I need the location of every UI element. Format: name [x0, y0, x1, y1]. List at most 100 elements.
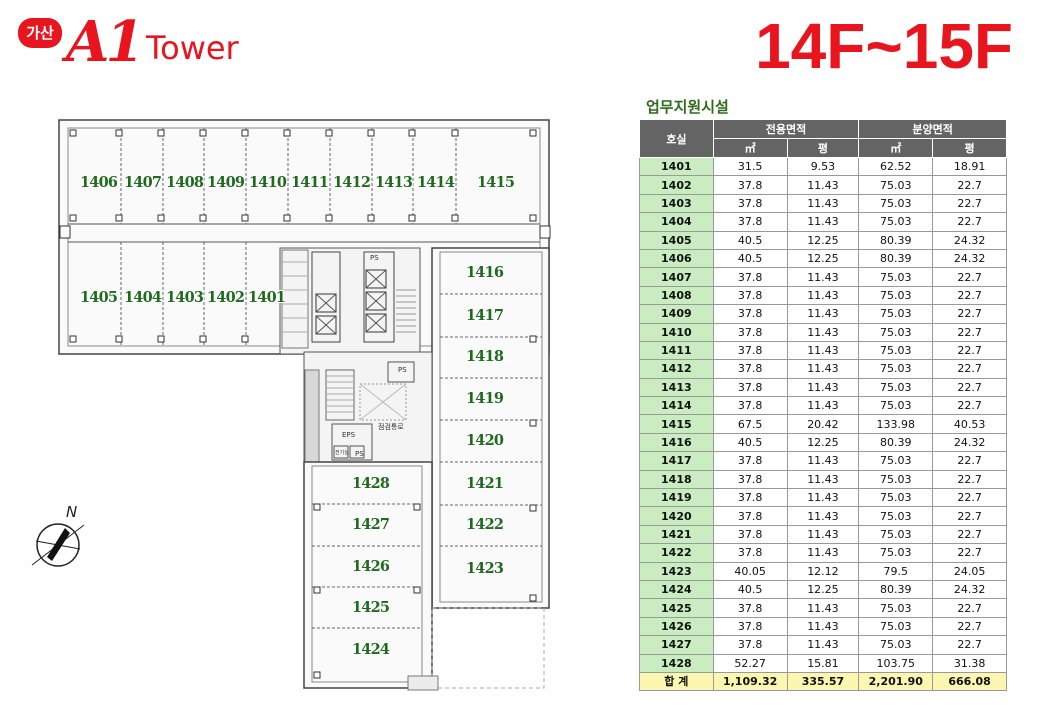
- exclusive-m2: 40.5: [712, 230, 788, 250]
- exclusive-m2: 67.5: [712, 414, 788, 434]
- ps-label: PS: [355, 450, 364, 458]
- sale-pyeong: 18.91: [932, 156, 1007, 177]
- header-m2: ㎡: [858, 138, 934, 158]
- sale-pyeong: 24.32: [932, 432, 1007, 453]
- unit-number: 1417: [639, 451, 714, 471]
- sale-pyeong: 22.7: [932, 377, 1007, 398]
- exclusive-pyeong: 11.43: [786, 616, 860, 637]
- ps-label: PS: [398, 366, 407, 374]
- sale-pyeong: 31.38: [932, 653, 1007, 673]
- small-room-label: 전기실: [335, 450, 349, 456]
- eps-label: EPS: [342, 431, 356, 439]
- sale-pyeong: 22.7: [932, 635, 1007, 655]
- exclusive-m2: 37.8: [712, 304, 788, 324]
- unit-label: 1417: [466, 307, 504, 324]
- sale-m2: 75.03: [858, 340, 934, 361]
- unit-number: 1415: [639, 414, 714, 434]
- unit-number: 1419: [639, 488, 714, 508]
- sale-pyeong: 22.7: [932, 212, 1007, 232]
- unit-number: 1423: [639, 561, 714, 581]
- sale-pyeong: 22.7: [932, 469, 1007, 490]
- exclusive-pyeong: 12.12: [786, 561, 860, 581]
- unit-label: 1428: [352, 475, 390, 492]
- logo-badge: 가산: [18, 18, 62, 48]
- sale-pyeong: 22.7: [932, 488, 1007, 508]
- unit-number: 1408: [639, 285, 714, 306]
- sale-pyeong: 22.7: [932, 322, 1007, 342]
- exclusive-pyeong: 9.53: [786, 156, 860, 177]
- exclusive-m2: 40.05: [712, 561, 788, 581]
- exclusive-pyeong: 11.43: [786, 598, 860, 618]
- total-sale-m2: 2,201.90: [858, 671, 934, 692]
- exclusive-pyeong: 11.43: [786, 396, 860, 416]
- exclusive-pyeong: 11.43: [786, 524, 860, 545]
- sale-m2: 75.03: [858, 396, 934, 416]
- unit-label: 1414: [417, 174, 455, 191]
- header-m2: ㎡: [712, 138, 788, 158]
- unit-label: 1406: [80, 174, 118, 191]
- header-exclusive-area: 전용면적: [712, 119, 860, 139]
- exclusive-pyeong: 11.43: [786, 359, 860, 379]
- unit-label: 1403: [166, 289, 204, 306]
- exclusive-m2: 37.8: [712, 267, 788, 287]
- total-exclusive-pyeong: 335.57: [786, 671, 860, 692]
- exclusive-pyeong: 15.81: [786, 653, 860, 673]
- total-sale-pyeong: 666.08: [932, 671, 1007, 692]
- sale-m2: 75.03: [858, 598, 934, 618]
- exclusive-pyeong: 11.43: [786, 193, 860, 214]
- total-label: 합 계: [639, 671, 714, 692]
- sale-m2: 62.52: [858, 156, 934, 177]
- sale-pyeong: 22.7: [932, 543, 1007, 563]
- sale-m2: 75.03: [858, 616, 934, 637]
- exclusive-m2: 37.8: [712, 377, 788, 398]
- unit-number: 1424: [639, 579, 714, 600]
- exclusive-pyeong: 11.43: [786, 543, 860, 563]
- unit-number: 1402: [639, 175, 714, 195]
- unit-label: 1419: [466, 390, 504, 407]
- sale-pyeong: 22.7: [932, 340, 1007, 361]
- sale-pyeong: 24.32: [932, 579, 1007, 600]
- sale-m2: 75.03: [858, 175, 934, 195]
- exclusive-m2: 37.8: [712, 396, 788, 416]
- sale-m2: 75.03: [858, 359, 934, 379]
- unit-label: 1405: [80, 289, 118, 306]
- sale-pyeong: 22.7: [932, 524, 1007, 545]
- sale-m2: 75.03: [858, 451, 934, 471]
- unit-label: 1411: [291, 174, 329, 191]
- exclusive-pyeong: 11.43: [786, 451, 860, 471]
- unit-label: 1410: [249, 174, 287, 191]
- sale-m2: 75.03: [858, 304, 934, 324]
- sale-m2: 80.39: [858, 230, 934, 250]
- compass-north-label: N: [66, 503, 78, 521]
- exclusive-m2: 37.8: [712, 285, 788, 306]
- unit-label: 1413: [375, 174, 413, 191]
- sale-m2: 75.03: [858, 488, 934, 508]
- floor-plan-drawing: [58, 119, 551, 691]
- floor-title: 14F~15F: [755, 10, 1013, 82]
- exclusive-m2: 37.8: [712, 598, 788, 618]
- sale-m2: 103.75: [858, 653, 934, 673]
- sale-m2: 80.39: [858, 432, 934, 453]
- sale-m2: 75.03: [858, 322, 934, 342]
- floor-plan: PS PS PS EPS 점검통로 전기실 1406 1407 1408 140…: [0, 100, 620, 711]
- sale-pyeong: 22.7: [932, 396, 1007, 416]
- sale-m2: 133.98: [858, 414, 934, 434]
- unit-label: 1402: [207, 289, 245, 306]
